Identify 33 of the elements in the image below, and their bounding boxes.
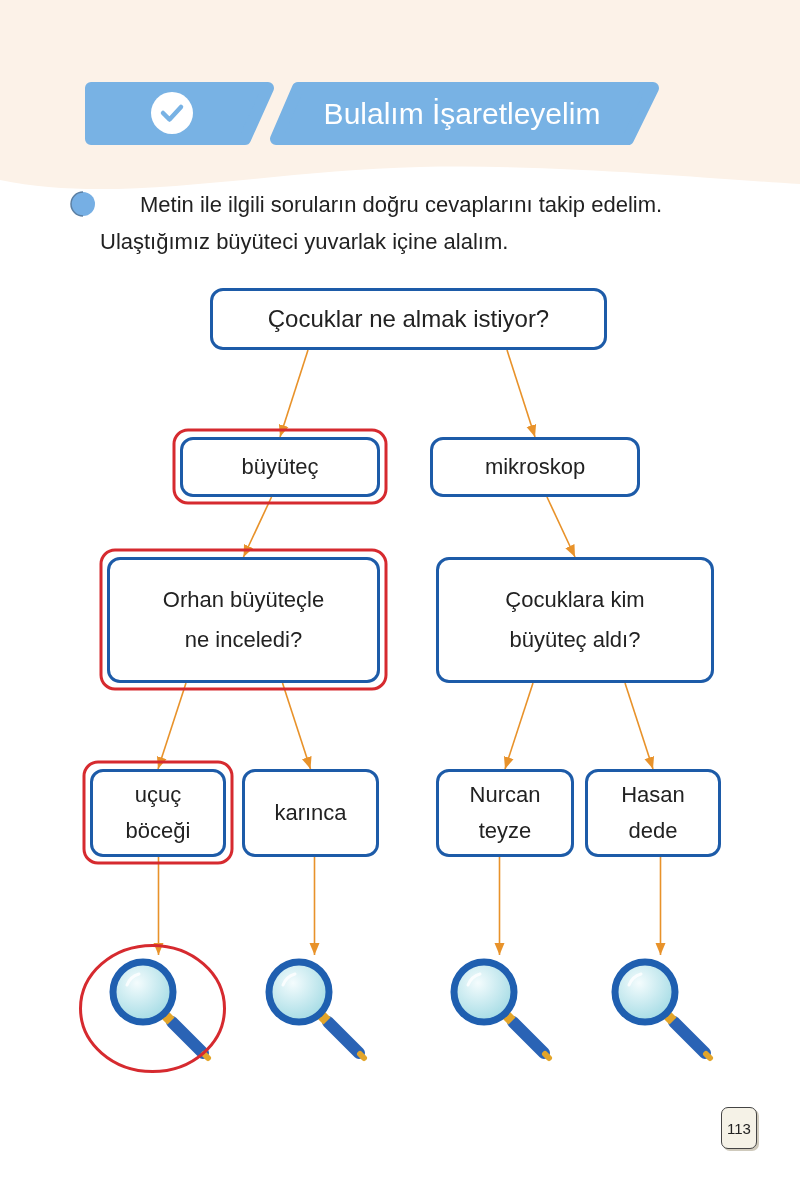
flow-box <box>585 769 721 857</box>
node-label: mikroskop <box>484 453 586 481</box>
arrow <box>278 349 309 438</box>
arrow <box>503 682 534 770</box>
node-label: Hasan dede <box>620 781 686 845</box>
node-label: Çocuklara kim büyüteç aldı? <box>504 586 646 654</box>
flow-box <box>436 557 714 683</box>
arrow <box>624 682 655 770</box>
node-label: karınca <box>274 799 347 827</box>
flow-box <box>242 769 379 857</box>
node-label: büyüteç <box>241 453 319 481</box>
flow-box <box>430 437 640 497</box>
node-label: Nurcan teyze <box>468 781 542 845</box>
page-number: 113 <box>721 1107 757 1149</box>
flow-box <box>107 557 380 683</box>
arrow <box>242 496 273 558</box>
node-label: uçuç böceği <box>124 781 192 845</box>
arrow <box>309 856 320 956</box>
node-label: Orhan büyüteçle ne inceledi? <box>161 586 326 654</box>
node-label: Çocuklar ne almak istiyor? <box>267 304 550 334</box>
arrow <box>153 856 164 956</box>
arrow <box>281 682 312 770</box>
arrow <box>156 682 187 770</box>
flow-box <box>90 769 226 857</box>
flow-box <box>180 437 380 497</box>
flow-box <box>210 288 607 350</box>
flow-box <box>436 769 574 857</box>
arrow <box>546 496 576 558</box>
arrow <box>655 856 666 956</box>
section-title: Bulalım İşaretleyelim <box>323 96 601 132</box>
instruction-text: Metin ile ilgili soruların doğru cevaplarını takip edelim. Ulaştığımız büyüteci yuvarlak içine alalım. <box>100 191 664 256</box>
arrow <box>506 349 537 438</box>
arrow <box>494 856 505 956</box>
